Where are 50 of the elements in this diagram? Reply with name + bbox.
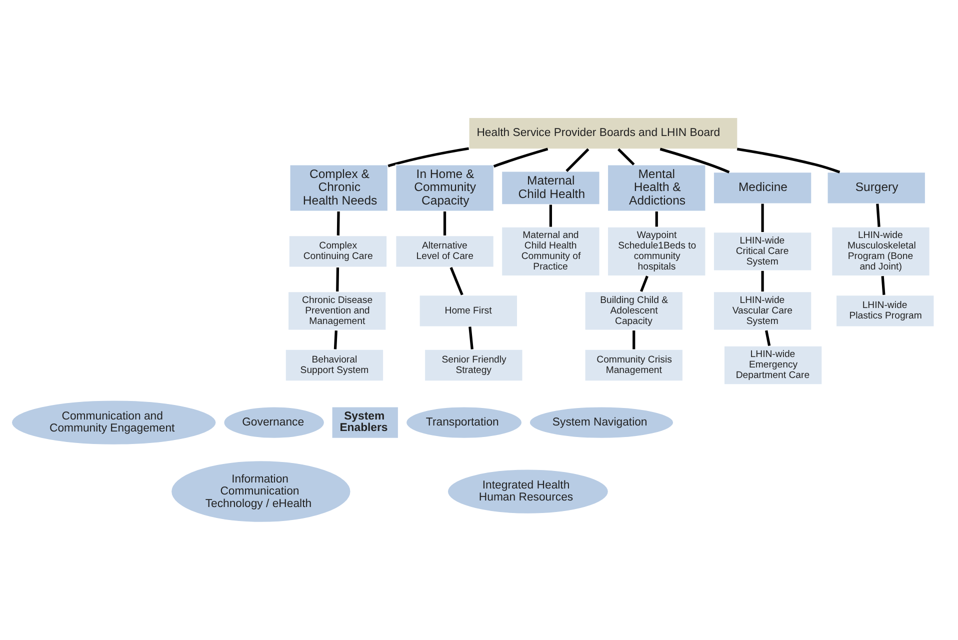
connector	[617, 148, 635, 166]
connector	[388, 147, 469, 168]
node-box: LHIN-wide Vascular Care System	[713, 291, 812, 331]
node-box: Home First	[418, 294, 518, 328]
node-box: LHIN-wide Musculoskeletal Program (Bone and Joint)	[831, 226, 930, 276]
node-box: Building Child & Adolescent Capacity	[584, 291, 684, 331]
node-box: LHIN-wide Emergency Department Care	[724, 346, 823, 385]
connector	[443, 211, 446, 236]
node-box: Health Service Provider Boards and LHIN Board	[468, 117, 738, 150]
connector	[468, 326, 474, 350]
node-ellipse: System Navigation	[529, 406, 674, 439]
node-box: Behavioral Support System	[285, 349, 384, 382]
node-box: In Home & Community Capacity	[395, 164, 494, 212]
node-box: Complex Continuing Care	[288, 235, 388, 268]
connector	[761, 204, 764, 232]
connector	[632, 330, 636, 350]
node-ellipse: Integrated Health Human Resources	[447, 468, 609, 514]
connector	[334, 330, 338, 350]
connector	[450, 267, 464, 296]
node-ellipse: Governance	[223, 406, 325, 439]
node-box: LHIN-wide Plastics Program	[836, 294, 935, 328]
connector	[765, 330, 771, 346]
connector	[736, 148, 840, 174]
connector	[761, 270, 764, 292]
node-ellipse: Communication and Community Engagement	[11, 400, 217, 446]
node-ellipse: Information Communication Technology / eHealth	[170, 460, 352, 523]
node-box: Alternative Level of Care	[395, 235, 494, 268]
connector	[336, 211, 340, 236]
node-box: LHIN-wide Critical Care System	[713, 232, 812, 272]
connector	[640, 276, 648, 292]
node-box: Community Crisis Management	[584, 349, 684, 382]
connector	[881, 276, 886, 295]
node-box: Waypoint Schedule1Beds to community hospitals	[607, 226, 706, 276]
connector	[493, 148, 548, 168]
node-box: Maternal and Child Health Community of Practice	[501, 226, 600, 276]
node-box: Mental Health & Addictions	[607, 164, 706, 212]
node-box: System Enablers	[331, 406, 399, 439]
node-box: Complex & Chronic Health Needs	[289, 164, 388, 212]
connector	[876, 204, 880, 227]
node-box: Medicine	[713, 172, 812, 204]
node-box: Maternal Child Health	[501, 170, 600, 206]
connector	[660, 148, 730, 174]
connector	[566, 148, 590, 172]
node-box: Chronic Disease Prevention and Management	[288, 291, 387, 331]
connector	[336, 267, 340, 292]
connector	[655, 211, 658, 227]
node-ellipse: Transportation	[406, 406, 522, 439]
node-box: Surgery	[826, 172, 926, 204]
connector	[549, 204, 552, 227]
node-box: Senior Friendly Strategy	[424, 349, 524, 382]
